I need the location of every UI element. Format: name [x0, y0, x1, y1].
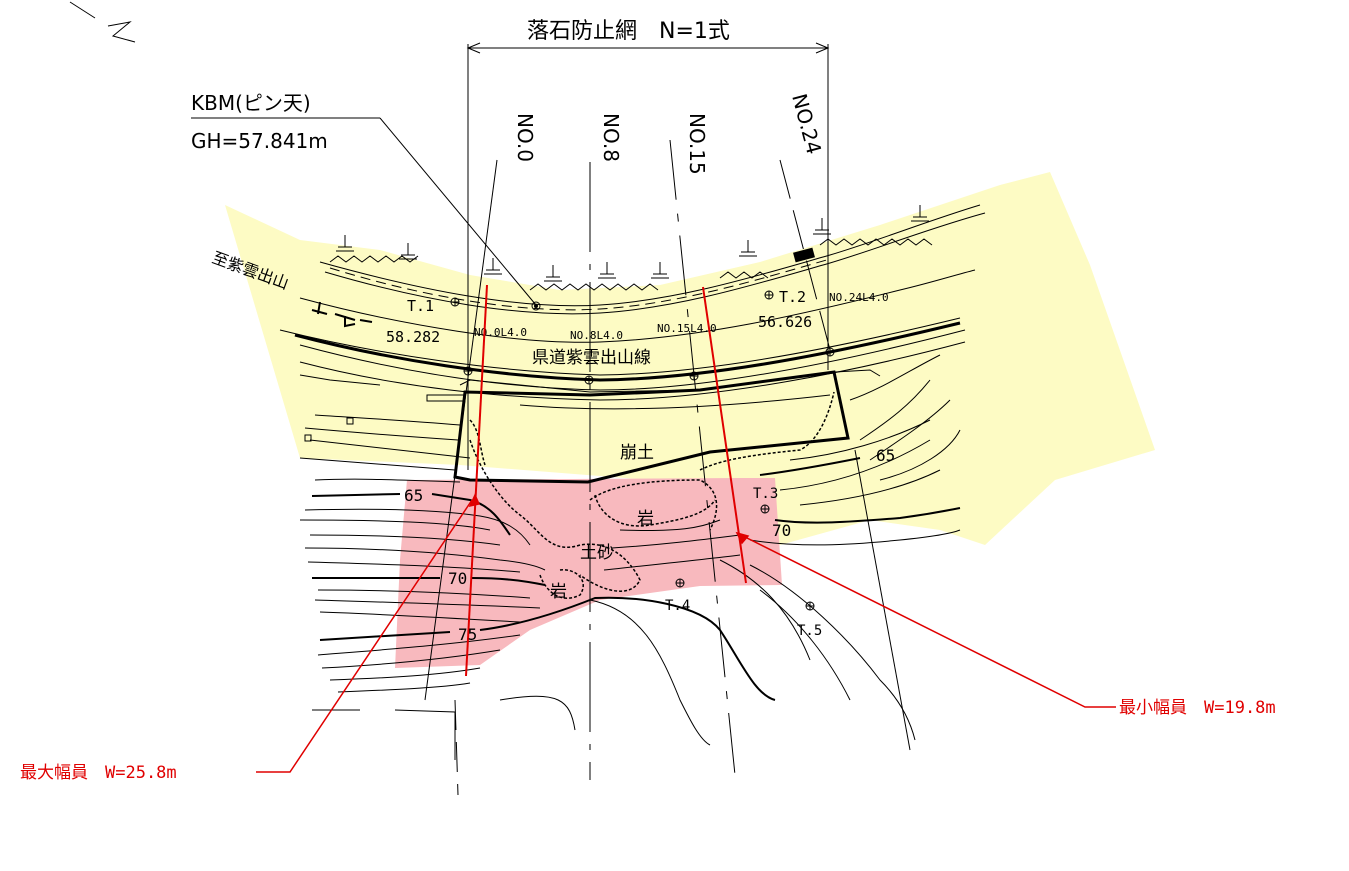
station-point-no24: NO.24L4.0: [829, 291, 889, 304]
square-markers: [304, 394, 466, 442]
slope-hatch: [329, 238, 933, 291]
north-arrow-icon: [69, 1, 136, 43]
benchmark-t2-elev: 56.626: [758, 313, 812, 331]
benchmark-t1-elev: 58.282: [386, 328, 440, 346]
callout-leaders: [256, 493, 1116, 773]
station-no0: NO.0: [513, 113, 537, 162]
area-soil-label: 土砂: [580, 543, 614, 563]
road-marker-icon: [311, 301, 373, 328]
benchmark-t1-name: T.1: [407, 297, 434, 315]
contour-lines: [299, 354, 961, 760]
contour-label-65-left: 65: [404, 486, 423, 505]
retaining-block: [793, 247, 815, 263]
benchmark-t2-name: T.2: [779, 288, 806, 306]
drawing-title: 落石防止網 N=1式: [527, 19, 730, 44]
benchmark-t3: T.3: [753, 486, 778, 502]
width-min-label: 最小幅員 W=19.8m: [1119, 698, 1276, 718]
kbm-leader: [191, 117, 541, 311]
station-no24: NO.24: [787, 91, 826, 157]
kbm-elevation: GH=57.841m: [191, 129, 328, 153]
dimension-line: [466, 42, 830, 470]
station-point-no8: NO.8L4.0: [570, 329, 623, 342]
rockfall-net-outline: [453, 370, 850, 484]
station-point-no15: NO.15L4.0: [657, 322, 717, 335]
station-point-no0: NO.0L4.0: [474, 326, 527, 339]
contour-label-70-left: 70: [448, 569, 467, 588]
benchmark-t5: T.5: [797, 623, 822, 639]
area-rock-label-1: 岩: [637, 509, 654, 529]
kbm-label: KBM(ピン天): [191, 91, 311, 115]
station-no15: NO.15: [685, 113, 709, 175]
contour-label-70-right: 70: [772, 521, 791, 540]
survey-point-markers: [450, 290, 835, 611]
grass-symbols: [336, 205, 929, 282]
contour-label-65-right: 65: [876, 446, 895, 465]
road-name: 県道紫雲出山線: [532, 348, 651, 368]
width-max-label: 最大幅員 W=25.8m: [20, 763, 177, 783]
station-no8: NO.8: [599, 113, 623, 162]
contour-label-75: 75: [458, 625, 477, 644]
area-rock-label-2: 岩: [550, 582, 567, 602]
area-collapse-label: 崩土: [620, 443, 654, 463]
